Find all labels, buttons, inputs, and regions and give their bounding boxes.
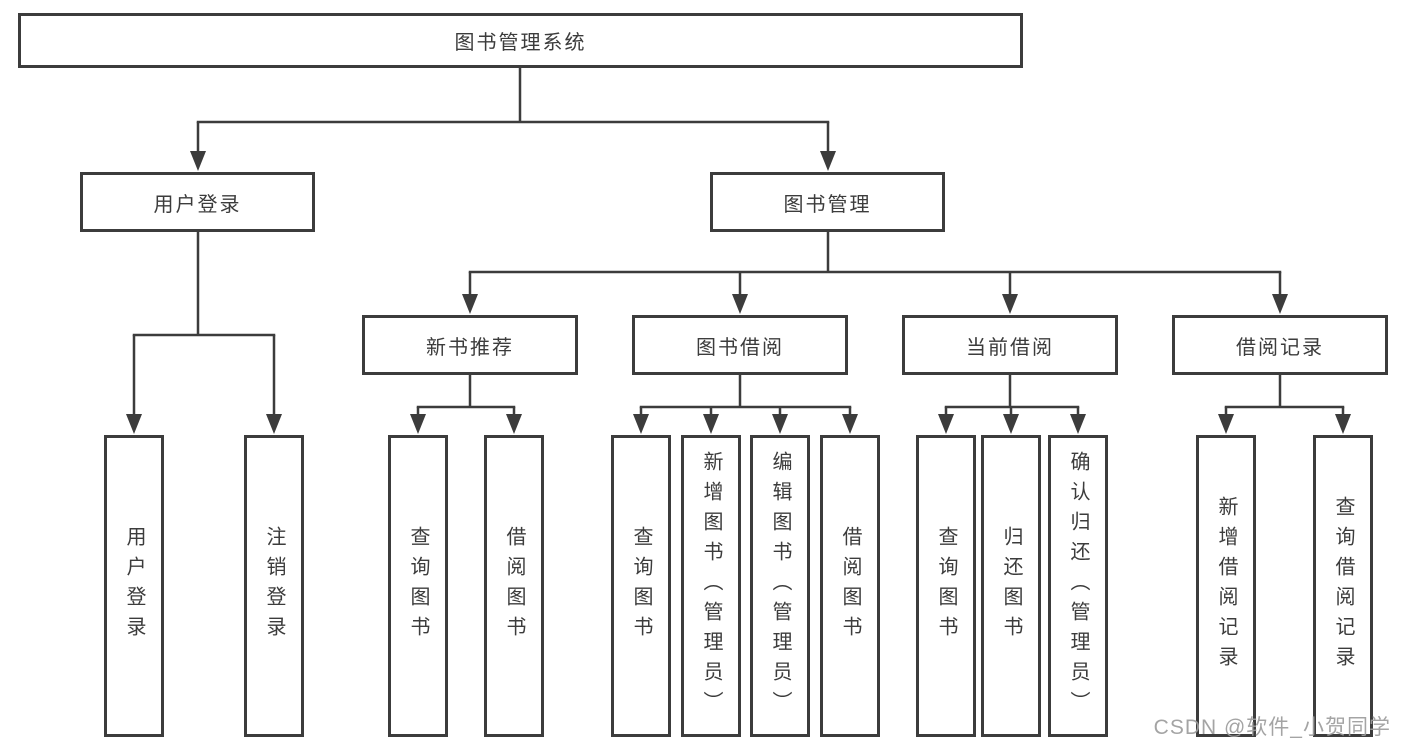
leaf-user-login: 用户登录 — [104, 435, 164, 737]
leaf-edit-book-admin: 编辑图书（管理员） — [750, 435, 810, 737]
leaf-query-books-borrow: 查询图书 — [611, 435, 671, 737]
node-user-login-label: 用户登录 — [153, 193, 242, 216]
csdn-watermark: CSDN @软件_小贺同学 — [1153, 716, 1391, 739]
node-current-borrow: 当前借阅 — [902, 315, 1118, 375]
leaf-borrow-books-borrow-label: 借阅图书 — [839, 526, 861, 646]
leaf-borrow-books-borrow: 借阅图书 — [820, 435, 880, 737]
leaf-logout-label: 注销登录 — [263, 526, 285, 646]
leaf-query-books-recommend: 查询图书 — [388, 435, 448, 737]
leaf-borrow-books-recommend-label: 借阅图书 — [503, 526, 525, 646]
leaf-query-books-recommend-label: 查询图书 — [407, 526, 429, 646]
leaf-query-borrow-record: 查询借阅记录 — [1313, 435, 1373, 737]
leaf-add-book-admin-label: 新增图书（管理员） — [700, 451, 722, 721]
leaf-confirm-return-admin-label: 确认归还（管理员） — [1067, 451, 1089, 721]
node-book-management-label: 图书管理 — [783, 193, 872, 216]
node-book-borrow-label: 图书借阅 — [696, 336, 784, 359]
node-book-management: 图书管理 — [710, 172, 945, 232]
leaf-query-borrow-record-label: 查询借阅记录 — [1332, 496, 1354, 676]
leaf-query-books-current: 查询图书 — [916, 435, 976, 737]
leaf-user-login-label: 用户登录 — [123, 526, 145, 646]
node-book-borrow: 图书借阅 — [632, 315, 848, 375]
leaf-add-borrow-record-label: 新增借阅记录 — [1215, 496, 1237, 676]
leaf-add-borrow-record: 新增借阅记录 — [1196, 435, 1256, 737]
leaf-borrow-books-recommend: 借阅图书 — [484, 435, 544, 737]
leaf-edit-book-admin-label: 编辑图书（管理员） — [769, 451, 791, 721]
node-current-borrow-label: 当前借阅 — [966, 336, 1054, 359]
node-root-system: 图书管理系统 — [18, 13, 1023, 68]
node-new-book-recommend: 新书推荐 — [362, 315, 578, 375]
leaf-query-books-borrow-label: 查询图书 — [630, 526, 652, 646]
leaf-return-books: 归还图书 — [981, 435, 1041, 737]
leaf-return-books-label: 归还图书 — [1000, 526, 1022, 646]
leaf-logout: 注销登录 — [244, 435, 304, 737]
node-user-login: 用户登录 — [80, 172, 315, 232]
node-new-book-recommend-label: 新书推荐 — [426, 336, 514, 359]
leaf-query-books-current-label: 查询图书 — [935, 526, 957, 646]
node-borrow-records: 借阅记录 — [1172, 315, 1388, 375]
leaf-confirm-return-admin: 确认归还（管理员） — [1048, 435, 1108, 737]
node-root-system-label: 图书管理系统 — [454, 32, 587, 54]
leaf-add-book-admin: 新增图书（管理员） — [681, 435, 741, 737]
node-borrow-records-label: 借阅记录 — [1236, 336, 1324, 359]
